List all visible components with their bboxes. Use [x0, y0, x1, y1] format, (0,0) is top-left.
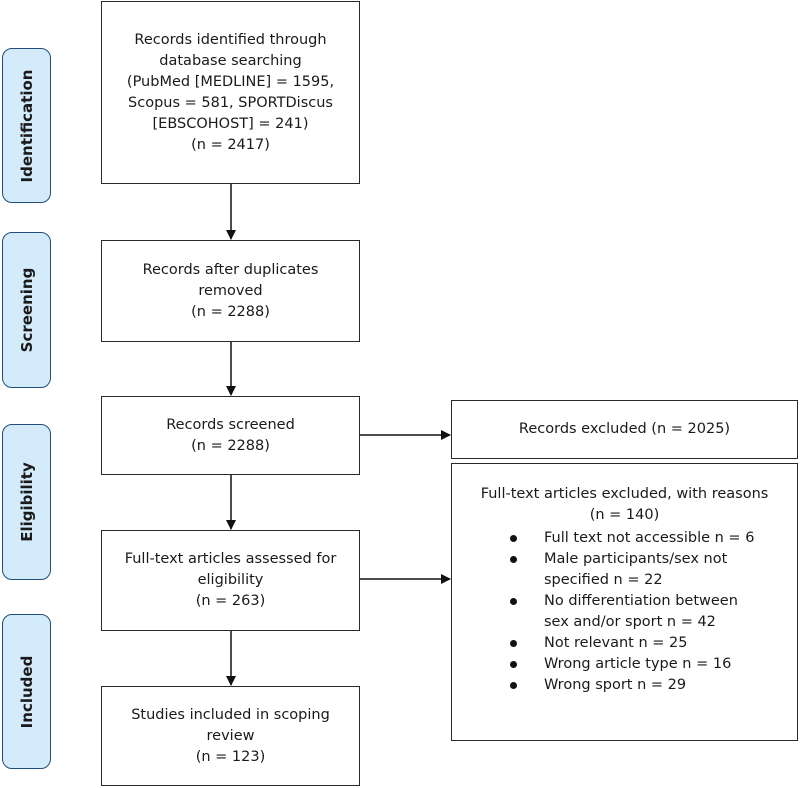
stage-screening: Screening	[2, 232, 51, 388]
records-identified-line: Scopus = 581, SPORTDiscus	[128, 94, 333, 111]
exclusion-reason-line: Wrong sport n = 29	[544, 677, 687, 693]
studies-included-count: (n = 123)	[195, 748, 266, 765]
records-identified-line: [EBSCOHOST] = 241)	[152, 115, 309, 132]
records-excluded-box: Records excluded (n = 2025)	[451, 400, 798, 459]
exclusion-reason-line: specified n = 22	[544, 572, 663, 588]
exclusion-reason-line: No differentiation between	[544, 593, 738, 609]
bullet-icon	[510, 640, 517, 647]
exclusion-reason-item: Wrong sport n = 29	[452, 675, 797, 696]
bullet-icon	[510, 598, 517, 605]
exclusion-reason-item: Wrong article type n = 16	[452, 654, 797, 675]
exclusion-reasons-list: Full text not accessible n = 6 Male part…	[452, 528, 797, 696]
records-identified-line: (PubMed [MEDLINE] = 1595,	[126, 73, 335, 90]
records-deduplicated-line: removed	[198, 282, 263, 299]
fulltext-assessed-line: eligibility	[197, 572, 264, 588]
records-identified-count: (n = 2417)	[191, 136, 270, 153]
exclusion-reason-item: Not relevant n = 25	[452, 633, 797, 654]
exclusion-reason-item: No differentiation between sex and/or sp…	[452, 591, 797, 633]
exclusion-reason-line: Not relevant n = 25	[544, 635, 688, 651]
exclusion-reason-line: Wrong article type n = 16	[544, 656, 732, 672]
fulltext-excluded-count: (n = 140)	[589, 507, 660, 523]
bullet-icon	[510, 535, 517, 542]
stage-included: Included	[2, 614, 51, 769]
studies-included-line: Studies included in scoping	[131, 706, 330, 723]
records-deduplicated-count: (n = 2288)	[191, 303, 270, 320]
stage-eligibility: Eligibility	[2, 424, 51, 580]
fulltext-excluded-box: Full-text articles excluded, with reason…	[451, 463, 798, 741]
fulltext-assessed-box: Full-text articles assessed for eligibil…	[101, 530, 360, 631]
bullet-icon	[510, 661, 517, 668]
fulltext-excluded-title: Full-text articles excluded, with reason…	[480, 486, 769, 502]
studies-included-line: review	[206, 727, 255, 744]
exclusion-reason-item: Male participants/sex not specified n = …	[452, 549, 797, 591]
records-deduplicated-box: Records after duplicates removed (n = 22…	[101, 240, 360, 342]
stage-identification: Identification	[2, 48, 51, 203]
studies-included-box: Studies included in scoping review (n = …	[101, 686, 360, 786]
exclusion-reason-line: sex and/or sport n = 42	[544, 614, 716, 630]
records-screened-box: Records screened (n = 2288)	[101, 396, 360, 475]
fulltext-assessed-line: Full-text articles assessed for	[124, 551, 337, 567]
fulltext-excluded-header: Full-text articles excluded, with reason…	[452, 484, 797, 526]
bullet-icon	[510, 682, 517, 689]
records-screened-count: (n = 2288)	[191, 437, 270, 454]
records-excluded-line: Records excluded (n = 2025)	[518, 421, 731, 437]
records-screened-line: Records screened	[166, 416, 295, 433]
records-identified-box: Records identified through database sear…	[101, 1, 360, 184]
records-deduplicated-line: Records after duplicates	[142, 261, 319, 278]
exclusion-reason-item: Full text not accessible n = 6	[452, 528, 797, 549]
bullet-icon	[510, 556, 517, 563]
exclusion-reason-line: Male participants/sex not	[544, 551, 728, 567]
records-identified-line: database searching	[159, 52, 302, 69]
exclusion-reason-line: Full text not accessible n = 6	[544, 530, 755, 546]
records-identified-line: Records identified through	[134, 31, 327, 48]
fulltext-assessed-count: (n = 263)	[195, 593, 266, 609]
